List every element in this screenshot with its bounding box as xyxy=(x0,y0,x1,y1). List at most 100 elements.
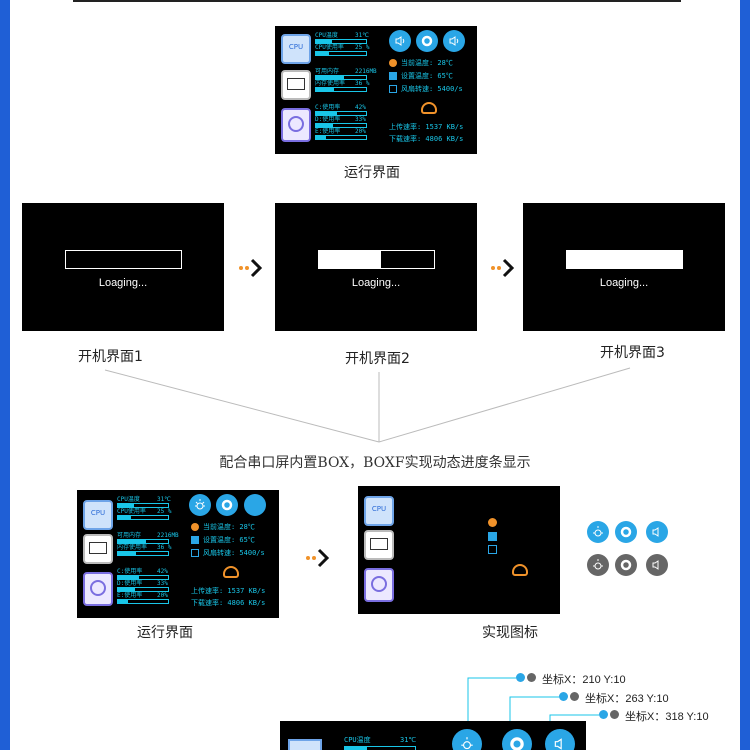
cpu-chip-label: CPU xyxy=(90,509,106,517)
gear-icon[interactable] xyxy=(502,729,532,750)
arrow-right-icon xyxy=(306,548,330,568)
memory-module-icon xyxy=(281,70,311,100)
stat-bar xyxy=(117,551,169,556)
memory-module-icon xyxy=(364,530,394,560)
loading-text: Loaging... xyxy=(351,277,401,289)
fan-speed: 风扇转速: 5400/s xyxy=(401,85,463,93)
hard-disk-icon xyxy=(364,568,394,602)
cloud-upload-icon xyxy=(421,102,437,114)
volume-icon[interactable] xyxy=(545,729,575,750)
fan-speed: 风扇转速: 5400/s xyxy=(203,549,265,557)
hard-disk-icon xyxy=(281,108,311,142)
gear-icon[interactable] xyxy=(416,30,438,52)
stat-label: CPU温度 xyxy=(117,496,140,503)
coord-label-1: 坐标X：210 Y:10 xyxy=(542,674,626,686)
stat-value: 33% xyxy=(355,116,366,123)
stat-bar xyxy=(117,515,169,520)
progress-bar xyxy=(566,250,683,269)
stat-bar xyxy=(315,39,367,44)
stat-bar xyxy=(315,111,367,116)
arrow-right-icon xyxy=(491,258,515,278)
icons-caption: 实现图标 xyxy=(482,625,538,641)
volume-high-icon[interactable] xyxy=(443,30,465,52)
cpu-temp-bar xyxy=(344,746,416,750)
coord-dot-pair-2 xyxy=(559,692,581,702)
volume-icon[interactable] xyxy=(646,521,668,543)
stat-value: 2216MB xyxy=(355,68,377,75)
stat-bar xyxy=(117,539,169,544)
volume-low-icon[interactable] xyxy=(389,30,411,52)
coord-dot-pair-3 xyxy=(599,710,621,720)
bottom-screen: CPU温度 31℃ xyxy=(280,721,586,750)
stat-bar xyxy=(315,51,367,56)
run-screen-2-caption: 运行界面 xyxy=(137,625,193,641)
boot-caption-3: 开机界面3 xyxy=(600,345,665,361)
stat-label: CPU温度 xyxy=(315,32,338,39)
stat-label: 内存使用率 xyxy=(117,544,148,551)
stat-value: 36 % xyxy=(355,80,370,87)
boot-caption-1: 开机界面1 xyxy=(78,349,143,365)
gear-icon[interactable] xyxy=(216,494,238,516)
stat-label: 内存使用率 xyxy=(315,80,346,87)
brightness-icon[interactable] xyxy=(587,521,609,543)
gear-gray-icon[interactable] xyxy=(615,554,637,576)
description-text: 配合串口屏内置BOX，BOXF实现动态进度条显示 xyxy=(219,455,531,471)
stat-label: C:使用率 xyxy=(117,568,143,575)
boot-screen-2: Loaging... xyxy=(275,203,477,331)
stat-value: 20% xyxy=(157,592,168,599)
thermometer-icon xyxy=(191,523,199,531)
stat-bar xyxy=(315,75,367,80)
upload-rate: 上传速率: 1537 KB/s xyxy=(389,123,464,131)
icons-screen: CPU xyxy=(358,486,560,614)
fan-icon xyxy=(191,549,199,557)
current-temp: 当前温度: 28℃ xyxy=(401,59,453,67)
boot-screen-1: Loaging... xyxy=(22,203,224,331)
stat-label: CPU使用率 xyxy=(315,44,344,51)
brightness-icon[interactable] xyxy=(189,494,211,516)
boot-caption-2: 开机界面2 xyxy=(345,351,410,367)
setting-icon xyxy=(191,536,199,544)
thermometer-icon xyxy=(488,518,497,527)
volume-gray-icon[interactable] xyxy=(646,554,668,576)
brightness-icon[interactable] xyxy=(452,729,482,750)
setting-icon xyxy=(389,72,397,80)
run-screen-caption: 运行界面 xyxy=(344,165,400,181)
cpu-temp-label: CPU温度 xyxy=(344,736,371,744)
current-temp: 当前温度: 28℃ xyxy=(203,523,255,531)
stat-value: 31℃ xyxy=(355,32,369,39)
cloud-upload-icon xyxy=(512,564,528,576)
setting-icon xyxy=(488,532,497,541)
brightness-gray-icon[interactable] xyxy=(587,554,609,576)
memory-module-icon xyxy=(83,534,113,564)
connector-lines xyxy=(104,367,631,443)
volume-icon[interactable] xyxy=(244,494,266,516)
stat-value: 42% xyxy=(355,104,366,111)
set-temp: 设置温度: 65℃ xyxy=(401,72,453,80)
cpu-chip-icon xyxy=(288,739,322,750)
loading-text: Loaging... xyxy=(599,277,649,289)
cpu-chip-label: CPU xyxy=(288,43,304,51)
cpu-temp-value: 31℃ xyxy=(400,736,417,744)
stat-value: 31℃ xyxy=(157,496,171,503)
set-temp: 设置温度: 65℃ xyxy=(203,536,255,544)
stat-label: C:使用率 xyxy=(315,104,341,111)
stat-bar xyxy=(315,123,367,128)
stat-value: 42% xyxy=(157,568,168,575)
stat-bar xyxy=(117,575,169,580)
stat-value: 25 % xyxy=(355,44,370,51)
upload-rate: 上传速率: 1537 KB/s xyxy=(191,587,266,595)
stat-bar xyxy=(117,599,169,604)
loading-text: Loaging... xyxy=(98,277,148,289)
stat-value: 33% xyxy=(157,580,168,587)
stat-label: D:使用率 xyxy=(117,580,143,587)
cpu-chip-icon: CPU xyxy=(364,496,394,526)
progress-bar xyxy=(65,250,182,269)
fan-icon xyxy=(389,85,397,93)
stat-value: 36 % xyxy=(157,544,172,551)
cloud-upload-icon xyxy=(223,566,239,578)
gear-icon[interactable] xyxy=(615,521,637,543)
hard-disk-icon xyxy=(83,572,113,606)
